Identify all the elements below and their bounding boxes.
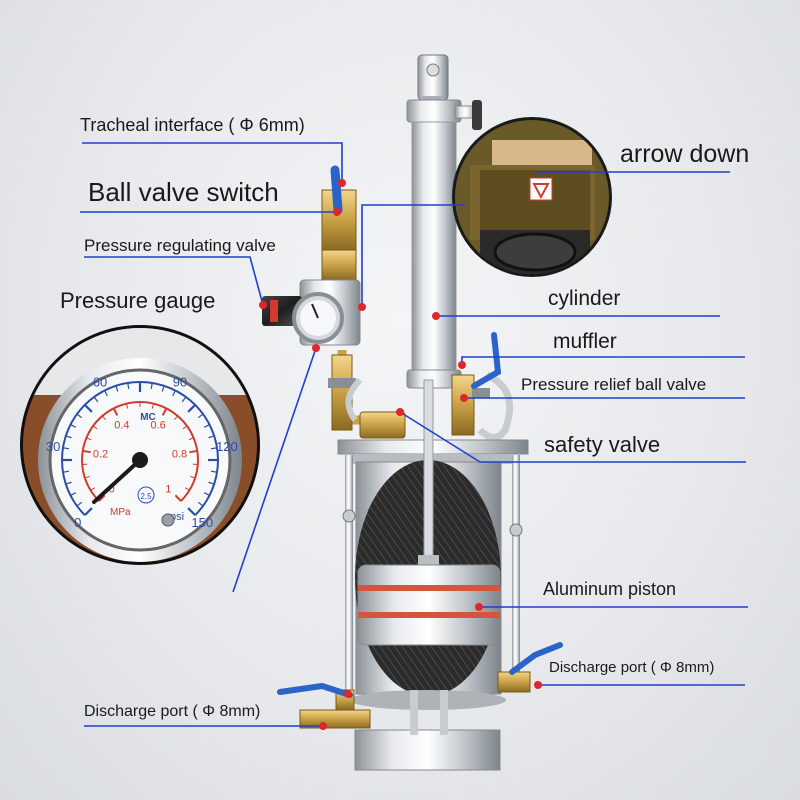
label-cylinder: cylinder xyxy=(548,287,621,310)
mpa-tick xyxy=(112,407,119,416)
mpa-tick-label: 0.2 xyxy=(93,449,108,461)
label-tracheal-interface: Tracheal interface ( Φ 6mm) xyxy=(80,115,305,135)
label-discharge-port-right: Discharge port ( Φ 8mm) xyxy=(549,659,715,676)
mpa-tick-label: 0.8 xyxy=(172,449,187,461)
arrow-down-icon xyxy=(532,183,550,200)
tracheal-fitting xyxy=(454,100,482,130)
psi-tick xyxy=(104,390,108,397)
label-pressure-regulating-valve: Pressure regulating valve xyxy=(84,236,276,255)
mpa-tick xyxy=(189,449,198,454)
brand-mark-label: MC xyxy=(140,412,156,423)
ball-valve-switch xyxy=(321,165,357,281)
psi-tick xyxy=(187,404,196,413)
psi-tick xyxy=(208,481,215,485)
label-discharge-port-left: Discharge port ( Φ 8mm) xyxy=(84,703,261,720)
mpa-tick xyxy=(188,437,194,441)
psi-tick xyxy=(62,470,69,473)
psi-tick xyxy=(161,385,165,392)
psi-tick xyxy=(115,385,119,392)
gauge-needle-hub xyxy=(132,452,148,468)
mpa-tick xyxy=(174,494,182,502)
psi-tick xyxy=(62,447,69,450)
psi-tick xyxy=(65,481,72,485)
mpa-tick-label: 1 xyxy=(165,483,171,495)
mpa-tick-label: 0.4 xyxy=(114,419,129,431)
pressure-vessel xyxy=(277,54,563,771)
psi-tick xyxy=(181,396,187,403)
label-arrow-down: arrow down xyxy=(620,140,750,168)
label-ball-valve-switch: Ball valve switch xyxy=(88,177,279,207)
label-aluminum-piston: Aluminum piston xyxy=(543,579,677,599)
psi-tick-label: 120 xyxy=(216,439,238,454)
class-mark-label: 2.5 xyxy=(140,492,152,501)
mpa-tick xyxy=(90,487,96,491)
psi-tick-label: 0 xyxy=(74,515,81,530)
gauge-screw xyxy=(161,513,175,527)
mpa-tick xyxy=(182,425,188,430)
psi-tick xyxy=(203,424,210,428)
aluminum-piston xyxy=(357,564,501,646)
psi-tick xyxy=(76,501,83,507)
mpa-tick xyxy=(82,449,91,454)
psi-tick xyxy=(93,396,99,403)
psi-tick xyxy=(84,507,93,516)
mpa-tick-label: 0 xyxy=(109,483,115,495)
psi-tick-label: 30 xyxy=(46,439,60,454)
cylinder-body xyxy=(406,99,462,389)
mpa-tick xyxy=(86,437,92,441)
discharge-port-right xyxy=(497,642,563,693)
label-pressure-relief-ball-valve: Pressure relief ball valve xyxy=(521,375,707,394)
mpa-tick xyxy=(151,403,155,409)
mpa-tick xyxy=(184,487,190,491)
psi-tick xyxy=(127,382,130,389)
arrow-down-inset xyxy=(452,117,612,277)
mpa-tick xyxy=(190,475,196,479)
psi-tick xyxy=(76,413,83,419)
label-pressure-gauge: Pressure gauge xyxy=(60,288,216,313)
mpa-unit-label: MPa xyxy=(110,507,131,518)
psi-tick xyxy=(203,492,210,496)
small-pressure-gauge xyxy=(292,292,344,344)
mpa-tick xyxy=(161,407,168,416)
psi-tick xyxy=(187,507,196,516)
psi-tick-label: 150 xyxy=(191,515,213,530)
mpa-tick-label: 0.6 xyxy=(151,419,166,431)
psi-tick xyxy=(70,492,77,496)
psi-tick xyxy=(172,390,176,397)
label-muffler: muffler xyxy=(553,330,617,353)
psi-tick xyxy=(84,404,93,413)
mpa-tick xyxy=(84,475,90,479)
psi-tick xyxy=(197,501,204,507)
mpa-tick xyxy=(98,494,106,502)
mpa-tick xyxy=(125,403,129,409)
class-mark-ring xyxy=(137,486,155,504)
mpa-tick xyxy=(101,415,106,421)
gauge-needle xyxy=(92,458,142,504)
label-safety-valve: safety valve xyxy=(544,432,661,457)
psi-tick xyxy=(70,424,77,428)
psi-tick xyxy=(208,435,215,439)
psi-tick xyxy=(65,435,72,439)
psi-scale-arc xyxy=(61,381,219,516)
psi-tick xyxy=(211,470,218,473)
mpa-tick xyxy=(174,415,179,421)
psi-tick-label: 60 xyxy=(93,375,107,390)
mpa-tick xyxy=(92,425,98,430)
psi-tick-label: 90 xyxy=(173,375,187,390)
psi-tick xyxy=(197,413,204,419)
psi-tick xyxy=(211,447,218,450)
discharge-port-left xyxy=(277,682,371,729)
psi-tick xyxy=(150,382,153,389)
marker-dots xyxy=(259,179,542,730)
